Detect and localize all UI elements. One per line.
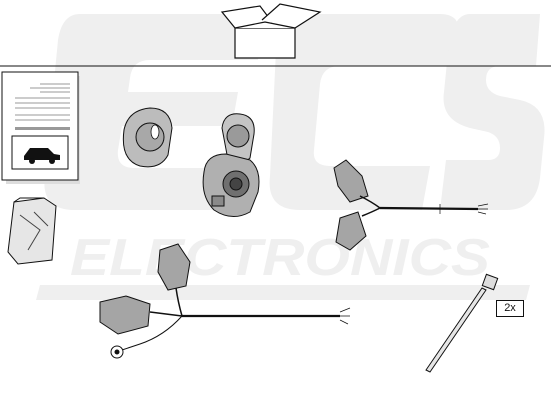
- cable-tie-icon: [425, 273, 499, 373]
- parts-bag-icon: [7, 197, 57, 265]
- socket-cover-icon: [122, 107, 173, 168]
- wiring-harness-lower-icon: [99, 243, 351, 359]
- electronics-wordmark: ELECTRONICS: [70, 229, 490, 287]
- car-icon: [24, 148, 60, 164]
- thirteen-pin-socket-icon: [202, 113, 260, 217]
- cardboard-box-icon: [220, 3, 322, 59]
- instruction-manual-icon: [1, 71, 80, 184]
- wiring-harness-icon: [333, 159, 489, 251]
- cable-tie-quantity-badge: 2x: [496, 300, 524, 317]
- ecs-watermark: ELECTRONICS: [36, 14, 545, 300]
